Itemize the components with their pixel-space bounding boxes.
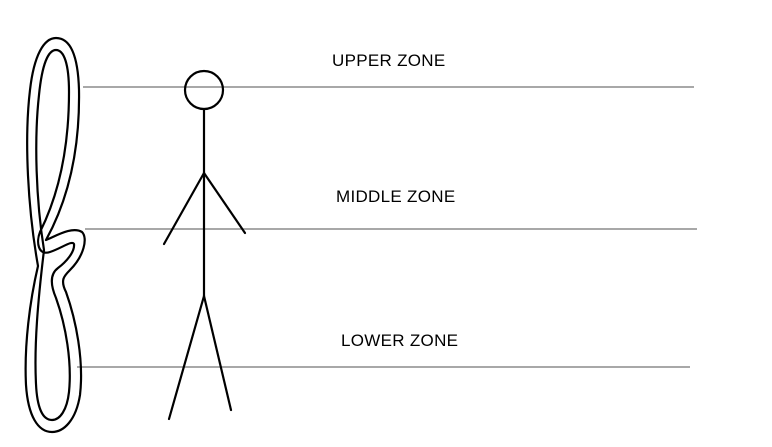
cursive-letter-f-icon bbox=[24, 36, 86, 434]
lower-zone-label: LOWER ZONE bbox=[341, 331, 458, 350]
upper-zone-label: UPPER ZONE bbox=[332, 51, 446, 70]
stick-figure-head bbox=[183, 69, 225, 111]
letter-f-inner-stroke bbox=[34, 48, 76, 422]
stick-figure-left-leg bbox=[167, 294, 206, 421]
middle-zone-label: MIDDLE ZONE bbox=[336, 187, 455, 206]
stick-figure-left-arm bbox=[162, 171, 206, 246]
letter-f-outer-stroke bbox=[24, 36, 86, 434]
stick-figure-icon bbox=[162, 69, 247, 421]
stick-figure-right-arm bbox=[202, 171, 247, 235]
stick-figure-right-leg bbox=[202, 294, 233, 412]
